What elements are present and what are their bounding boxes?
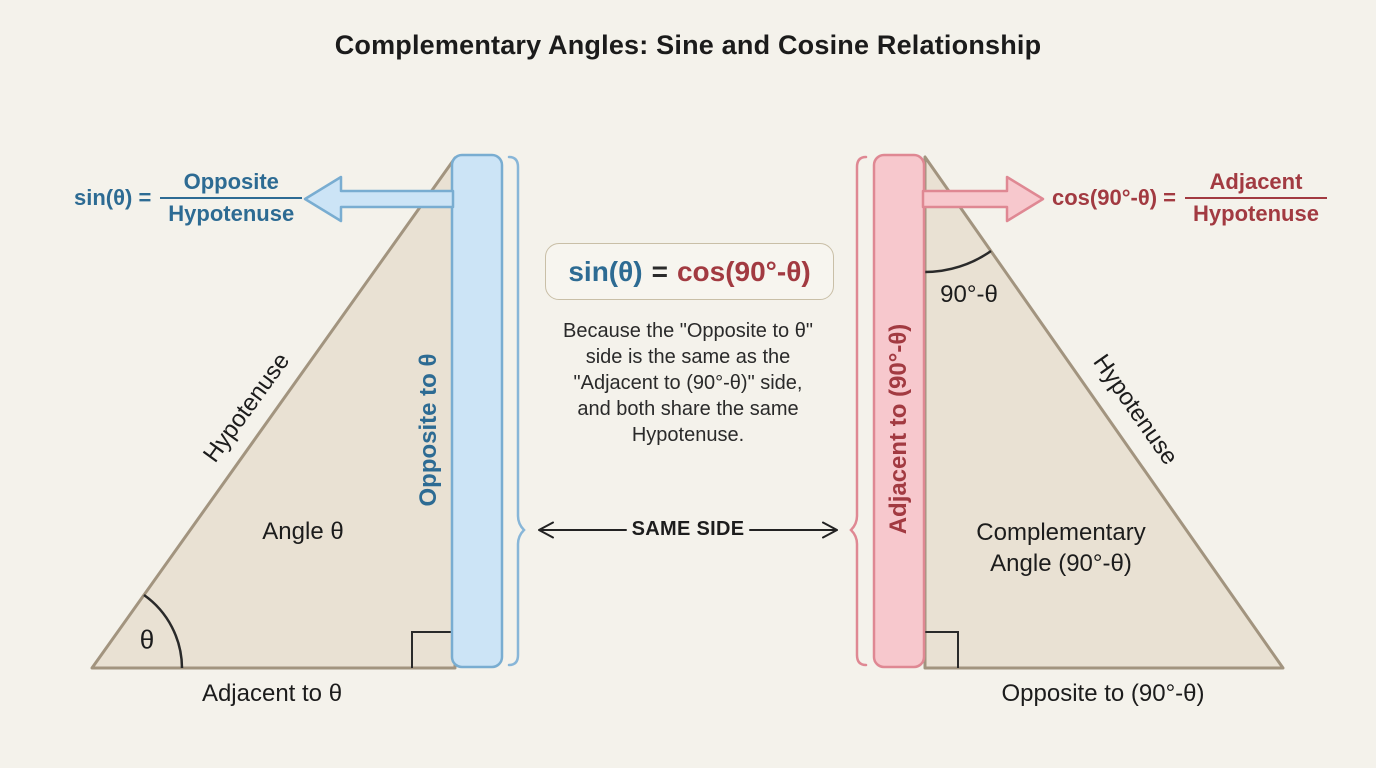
right-complement-arc xyxy=(924,249,992,274)
right-base-label: Opposite to (90°-θ) xyxy=(1001,680,1205,707)
sine-formula-lhs: sin(θ) = xyxy=(74,184,152,210)
left-theta-arc xyxy=(143,593,184,669)
right-angle-label-line1: Complementary xyxy=(976,519,1146,546)
left-theta-symbol: θ xyxy=(139,624,155,655)
cosine-formula: cos(90°-θ) = Adjacent Hypotenuse xyxy=(1052,168,1327,227)
sine-formula: sin(θ) = Opposite Hypotenuse xyxy=(74,168,303,227)
identity-lhs: sin(θ) xyxy=(568,255,643,287)
cosine-formula-numerator: Adjacent xyxy=(1185,168,1327,199)
left-right-angle-marker xyxy=(411,631,452,668)
left-triangle-shape xyxy=(90,156,457,670)
cosine-formula-lhs: cos(90°-θ) = xyxy=(1052,184,1177,210)
explanation-line: side is the same as the xyxy=(585,346,791,368)
right-callout-arrow-icon xyxy=(921,175,1045,223)
right-brace-icon xyxy=(849,155,868,667)
left-opposite-side-highlight xyxy=(450,153,504,669)
explanation-text: Because the "Opposite to θ" side is the … xyxy=(508,318,868,448)
cosine-formula-denominator: Hypotenuse xyxy=(1193,201,1319,226)
identity-rhs: cos(90°-θ) xyxy=(676,255,811,287)
right-triangle-shape xyxy=(923,155,1285,670)
identity-equals: = xyxy=(651,255,668,287)
right-angle-label-line2: Angle (90°-θ) xyxy=(990,550,1132,577)
right-adjacent-side-highlight xyxy=(872,153,926,669)
left-brace-icon xyxy=(507,155,526,667)
explanation-line: and both share the same xyxy=(577,398,799,420)
left-base-label: Adjacent to θ xyxy=(201,680,343,707)
explanation-line: Because the "Opposite to θ" xyxy=(563,320,813,342)
right-adjacent-side-label: Adjacent to (90°-θ) xyxy=(885,323,912,535)
sine-formula-fraction: Opposite Hypotenuse xyxy=(160,168,303,227)
same-side-right-arrow-icon xyxy=(749,521,838,539)
left-opposite-side-label: Opposite to θ xyxy=(415,353,442,507)
left-angle-label: Angle θ xyxy=(262,518,344,545)
right-angle-label: Complementary Angle (90°-θ) xyxy=(976,517,1145,579)
cosine-formula-fraction: Adjacent Hypotenuse xyxy=(1185,168,1327,227)
same-side-left-arrow-icon xyxy=(538,521,627,539)
page-title: Complementary Angles: Sine and Cosine Re… xyxy=(334,30,1042,60)
same-side-label: SAME SIDE xyxy=(631,518,745,540)
identity-equation-box: sin(θ) = cos(90°-θ) xyxy=(545,243,834,300)
explanation-line: Hypotenuse. xyxy=(631,424,745,446)
sine-formula-numerator: Opposite xyxy=(160,168,303,199)
explanation-line: "Adjacent to (90°-θ)" side, xyxy=(573,372,803,394)
right-right-angle-marker xyxy=(924,631,959,668)
right-complement-angle-symbol: 90°-θ xyxy=(940,281,998,308)
left-callout-arrow-icon xyxy=(303,175,455,223)
sine-formula-denominator: Hypotenuse xyxy=(168,201,295,226)
